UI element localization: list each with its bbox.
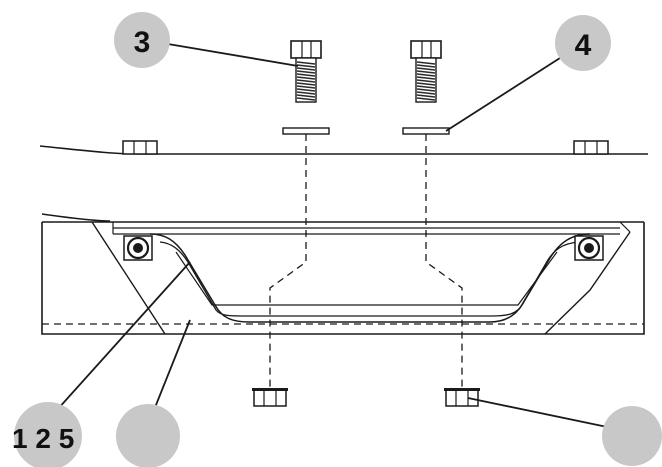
bolt-thread <box>296 61 316 65</box>
callout-1-2-5: 1 2 5 <box>12 402 82 467</box>
washer-left <box>282 127 330 135</box>
bolt-thread <box>416 88 436 92</box>
bolt-thread <box>296 73 316 77</box>
callout-unlabeled-right <box>602 406 662 466</box>
bolt-thread <box>296 97 316 101</box>
bolt-thread <box>296 85 316 89</box>
bolt-thread <box>416 91 436 95</box>
plate-nut-left <box>122 140 158 155</box>
bolt-thread <box>296 88 316 92</box>
bolt-thread <box>296 76 316 80</box>
bolt-thread <box>296 79 316 83</box>
bolt-thread <box>416 97 436 101</box>
bolt-thread <box>296 64 316 68</box>
bolt-thread <box>416 64 436 68</box>
callout-125-label: 1 2 5 <box>12 423 74 454</box>
bracket-nut-right <box>574 235 604 261</box>
bolt-thread <box>296 91 316 95</box>
leader-5 <box>467 397 613 429</box>
washer-right <box>402 127 450 135</box>
lower-nut-right <box>444 388 480 407</box>
assembly-axis-right <box>425 134 463 390</box>
bolt-thread <box>416 76 436 80</box>
lower-bracket <box>41 213 645 335</box>
bolt-thread <box>416 70 436 74</box>
leader-lines <box>47 43 613 429</box>
bolt-thread <box>296 82 316 86</box>
bolt-thread <box>416 67 436 71</box>
plate-nut-right <box>573 140 609 155</box>
leader-1 <box>47 261 191 421</box>
callout-3: 3 <box>114 12 170 68</box>
callout-unlabeled-middle <box>116 404 180 467</box>
leader-3 <box>167 43 299 67</box>
bolt-thread <box>296 94 316 98</box>
callout-3-label: 3 <box>134 26 151 59</box>
assembly-axis-left <box>269 134 307 390</box>
bolt-thread <box>296 70 316 74</box>
lower-nut-left <box>252 388 288 407</box>
bracket-nut-left <box>123 235 153 261</box>
callout-4: 4 <box>555 15 611 71</box>
bolt-thread <box>416 61 436 65</box>
bolt-thread <box>296 67 316 71</box>
leader-2 <box>149 319 191 421</box>
upper-plate <box>39 140 648 155</box>
bolt-right <box>410 40 442 103</box>
bolt-thread <box>416 94 436 98</box>
bolt-thread <box>416 79 436 83</box>
bolt-thread <box>416 85 436 89</box>
bolt-left <box>290 40 322 103</box>
bolt-thread <box>416 73 436 77</box>
callout-4-label: 4 <box>575 29 592 62</box>
bolt-thread <box>416 82 436 86</box>
leader-4 <box>445 57 561 132</box>
